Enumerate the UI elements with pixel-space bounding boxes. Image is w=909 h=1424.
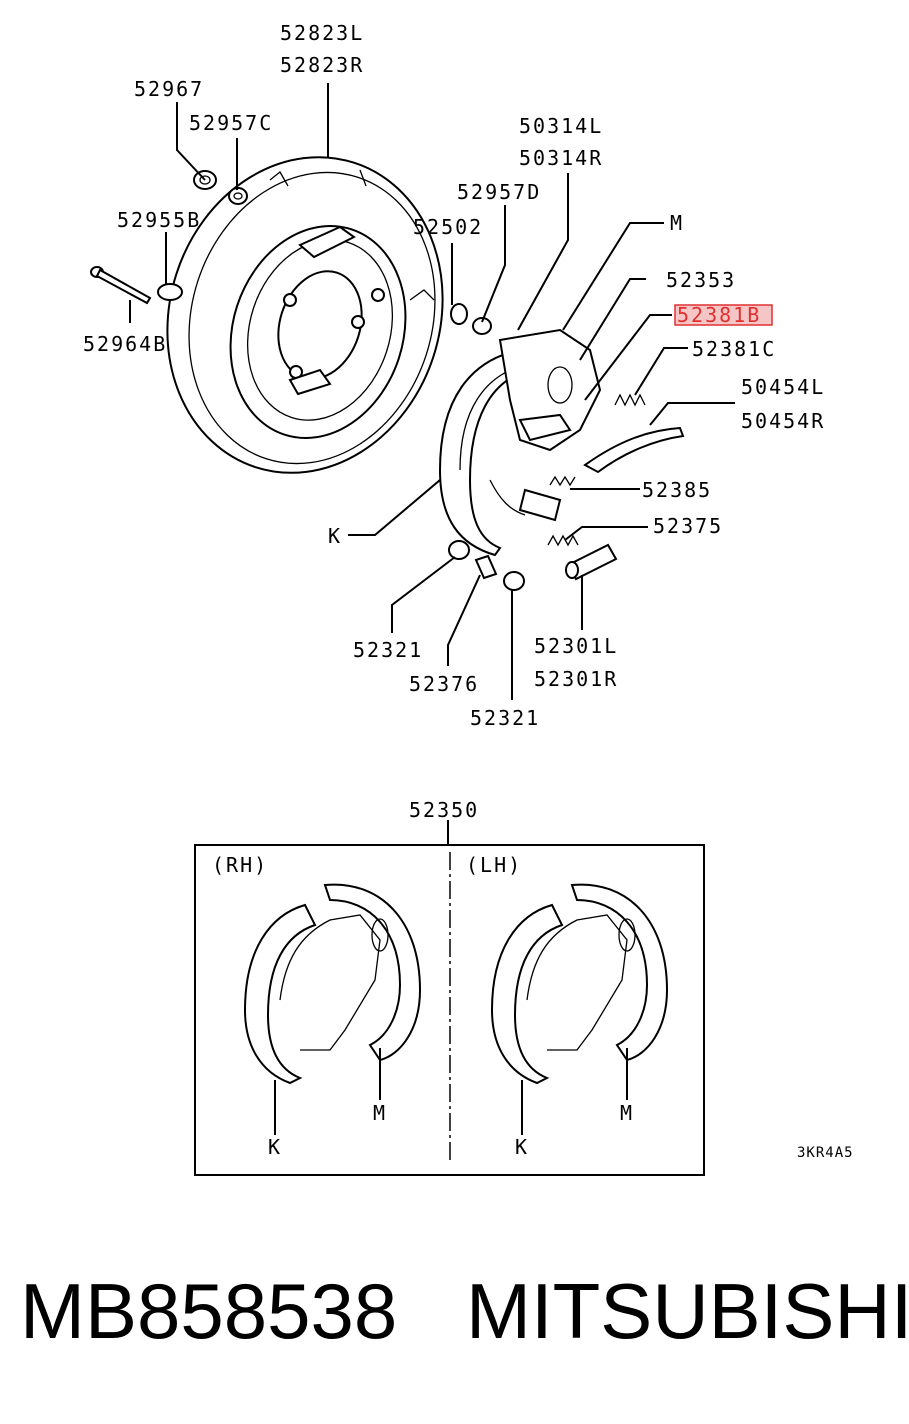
label-52381B: 52381B [677,303,761,327]
label-52385: 52385 [642,478,712,502]
brake-shoe-assembly [438,328,602,557]
label-52321-b: 52321 [470,706,540,730]
pin-52955B [157,283,183,301]
rh-shoe-set: K M [243,883,422,1159]
highlight-52381B [674,304,773,326]
kit-lh-k: K [515,1135,529,1159]
kit-rh-m: M [373,1101,387,1125]
label-50454R: 50454R [741,409,825,433]
label-52964B: 52964B [83,332,167,356]
adjuster-parts [448,540,525,591]
label-52376: 52376 [409,672,479,696]
diagram-code: 3KR4A5 [797,1145,854,1161]
footer-brand: MITSUBISHI [466,1267,909,1355]
label-52967: 52967 [134,77,204,101]
spring-52375 [547,534,579,547]
label-52375: 52375 [653,514,723,538]
label-M-top: M [670,211,684,235]
spring-52381C [614,393,646,407]
label-52301L: 52301L [534,634,618,658]
label-52301R: 52301R [534,667,618,691]
label-52957C: 52957C [189,111,273,135]
label-52957D: 52957D [457,180,541,204]
label-50314L: 50314L [519,114,603,138]
label-52502: 52502 [413,215,483,239]
label-52321-a: 52321 [353,638,423,662]
shoe-kit-box: (RH) (LH) K M K M [194,844,705,1176]
footer-part-number: MB858538 [20,1267,397,1355]
leader-lines [129,83,735,845]
washer-52957C [228,187,248,205]
label-52823L: 52823L [280,21,364,45]
kit-lh-label: (LH) [466,853,522,877]
bolt-52964B [90,266,152,305]
label-52823R: 52823R [280,53,364,77]
label-K-top: K [328,524,342,548]
label-50314R: 50314R [519,146,603,170]
lever-50454 [583,426,685,474]
nut-52957D [472,317,492,335]
label-52353: 52353 [666,268,736,292]
label-50454L: 50454L [741,375,825,399]
label-52350: 52350 [409,798,479,822]
part-labels: 52823L 52823R 52967 52957C 52955B 52964B… [83,21,825,822]
backing-plate [166,156,444,474]
washer-52502 [450,303,468,325]
label-52381C: 52381C [692,337,776,361]
label-52955B: 52955B [117,208,201,232]
kit-rh-label: (RH) [212,853,268,877]
adjuster-52301 [565,543,618,581]
kit-lh-m: M [620,1101,634,1125]
kit-rh-k: K [268,1135,282,1159]
lh-shoe-set: K M [490,883,669,1159]
spring-52385 [549,475,576,487]
